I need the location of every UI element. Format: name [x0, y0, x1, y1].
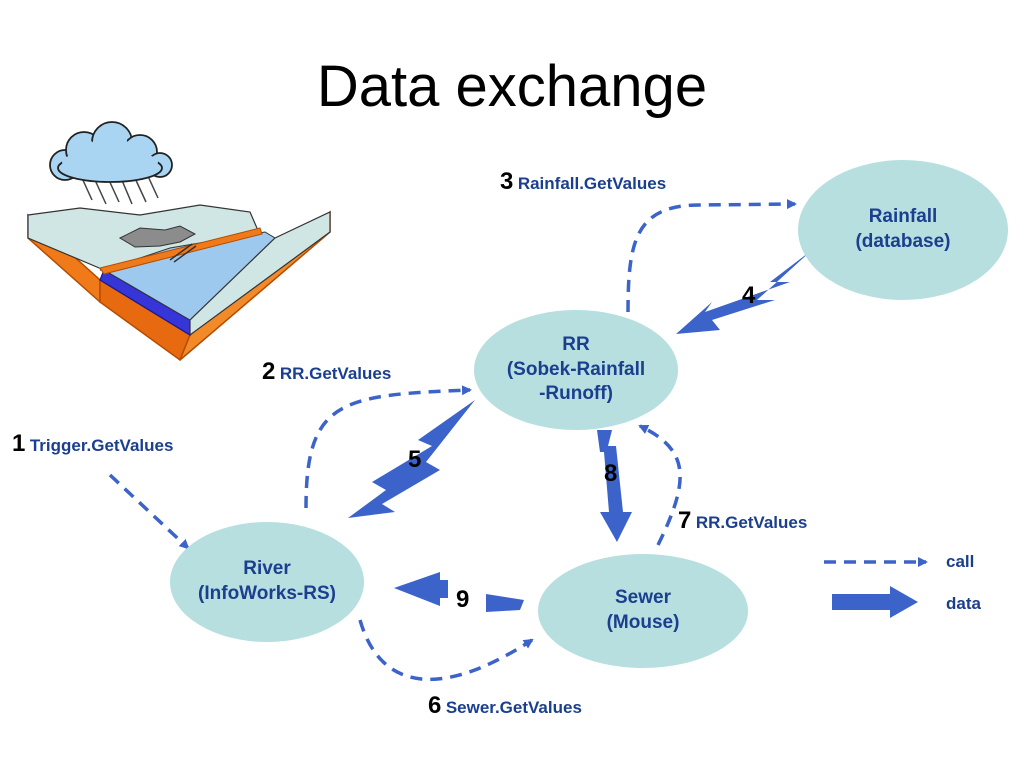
data-arrow-9-tail	[486, 594, 524, 612]
call-arrow-7	[638, 424, 682, 546]
legend-call-label: call	[946, 552, 975, 571]
call-arrow-2	[304, 385, 472, 509]
sewer-node: Sewer (Mouse)	[538, 554, 748, 668]
legend-data-label: data	[946, 594, 981, 613]
data-arrow-5	[348, 400, 475, 518]
call-arrow-6	[358, 619, 534, 682]
call-arrow-3	[626, 199, 797, 313]
data-arrow-8	[597, 430, 632, 542]
data-arrow-4	[676, 250, 812, 334]
data-label-9: 9	[456, 586, 470, 613]
river-landscape-illustration	[27, 121, 331, 362]
data-label-5: 5	[408, 446, 422, 473]
call-label-7: 7 RR.GetValues	[678, 507, 808, 534]
call-arrow-1	[108, 473, 190, 550]
call-label-3: 3 Rainfall.GetValues	[500, 168, 667, 195]
data-label-8: 8	[604, 460, 618, 487]
data-label-4: 4	[742, 282, 756, 309]
rainfall-node: Rainfall (database)	[798, 160, 1008, 300]
legend-data-arrow	[832, 586, 918, 618]
river-node: River (InfoWorks-RS)	[170, 522, 364, 642]
rr-node: RR (Sobek-Rainfall -Runoff)	[474, 310, 678, 430]
page-title: Data exchange	[316, 54, 708, 119]
call-label-1: 1 Trigger.GetValues	[12, 430, 174, 457]
data-arrow-9	[394, 572, 448, 606]
call-label-2: 2 RR.GetValues	[262, 358, 392, 385]
call-label-6: 6 Sewer.GetValues	[428, 692, 582, 719]
